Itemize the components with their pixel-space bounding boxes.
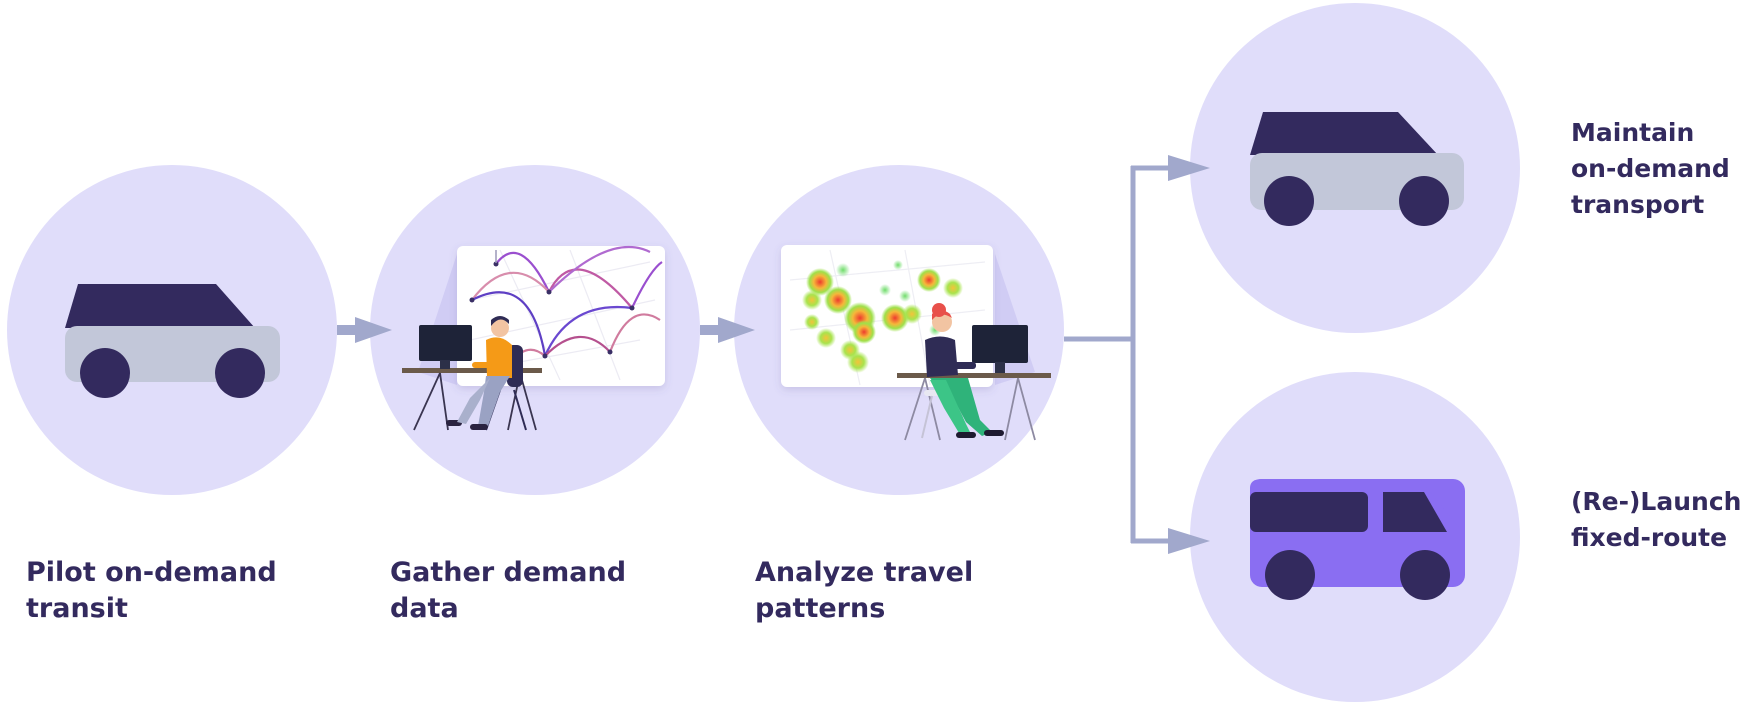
heatmap-analyst-icon [781, 245, 1051, 441]
outcome-label-launch: (Re-)Launch fixed-route [1571, 487, 1742, 552]
car-icon [65, 284, 280, 398]
step-label-analyze: Analyze travel patterns [755, 557, 974, 624]
arrow-pilot-to-gather [337, 317, 392, 343]
branch-connector [1064, 155, 1210, 554]
outcome-label-maintain: Maintain on-demand transport [1571, 118, 1730, 219]
van-icon [1250, 479, 1465, 600]
arrow-gather-to-analyze [700, 317, 755, 343]
step-label-gather: Gather demand data [390, 557, 627, 624]
car-icon [1250, 112, 1464, 226]
step-label-pilot: Pilot on-demand transit [26, 557, 277, 624]
data-analyst-map-icon [402, 245, 665, 431]
